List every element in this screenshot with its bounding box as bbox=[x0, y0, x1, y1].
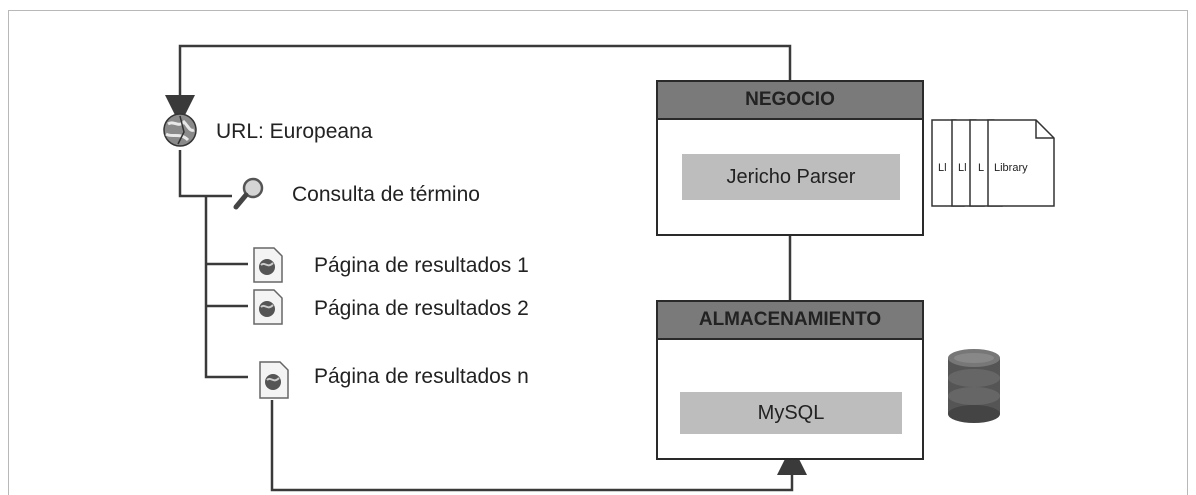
globe-icon bbox=[163, 113, 197, 147]
url-label: URL: Europeana bbox=[216, 120, 373, 143]
results-page-1-label: Página de resultados 1 bbox=[314, 254, 529, 277]
query-to-results-line bbox=[204, 196, 248, 379]
library-documents-icon: Ll Ll L Library bbox=[930, 118, 1060, 210]
library-stack-label-1: Ll bbox=[938, 162, 947, 174]
query-label: Consulta de término bbox=[292, 183, 480, 206]
results-page-n-label: Página de resultados n bbox=[314, 365, 529, 388]
web-page-icon bbox=[253, 289, 283, 325]
web-page-icon bbox=[259, 361, 289, 399]
storage-layer-title: ALMACENAMIENTO bbox=[658, 302, 922, 340]
results-page-2-label: Página de resultados 2 bbox=[314, 297, 529, 320]
business-layer-title: NEGOCIO bbox=[658, 82, 922, 120]
library-front-label: Library bbox=[994, 162, 1028, 174]
results-to-storage-arrow bbox=[270, 400, 807, 492]
magnifier-icon bbox=[233, 177, 264, 210]
mysql-component: MySQL bbox=[680, 392, 902, 434]
web-page-icon bbox=[253, 247, 283, 283]
library-stack-label-3: L bbox=[978, 162, 985, 174]
jericho-parser-component: Jericho Parser bbox=[682, 154, 900, 200]
library-stack-label-2: Ll bbox=[958, 162, 967, 174]
return-arrow-to-url bbox=[165, 44, 792, 125]
database-icon bbox=[948, 349, 1000, 423]
business-layer-box: NEGOCIO Jericho Parser bbox=[656, 80, 924, 236]
url-to-query-line bbox=[178, 150, 232, 198]
storage-layer-box: ALMACENAMIENTO MySQL bbox=[656, 300, 924, 460]
figure-frame bbox=[8, 10, 1188, 495]
